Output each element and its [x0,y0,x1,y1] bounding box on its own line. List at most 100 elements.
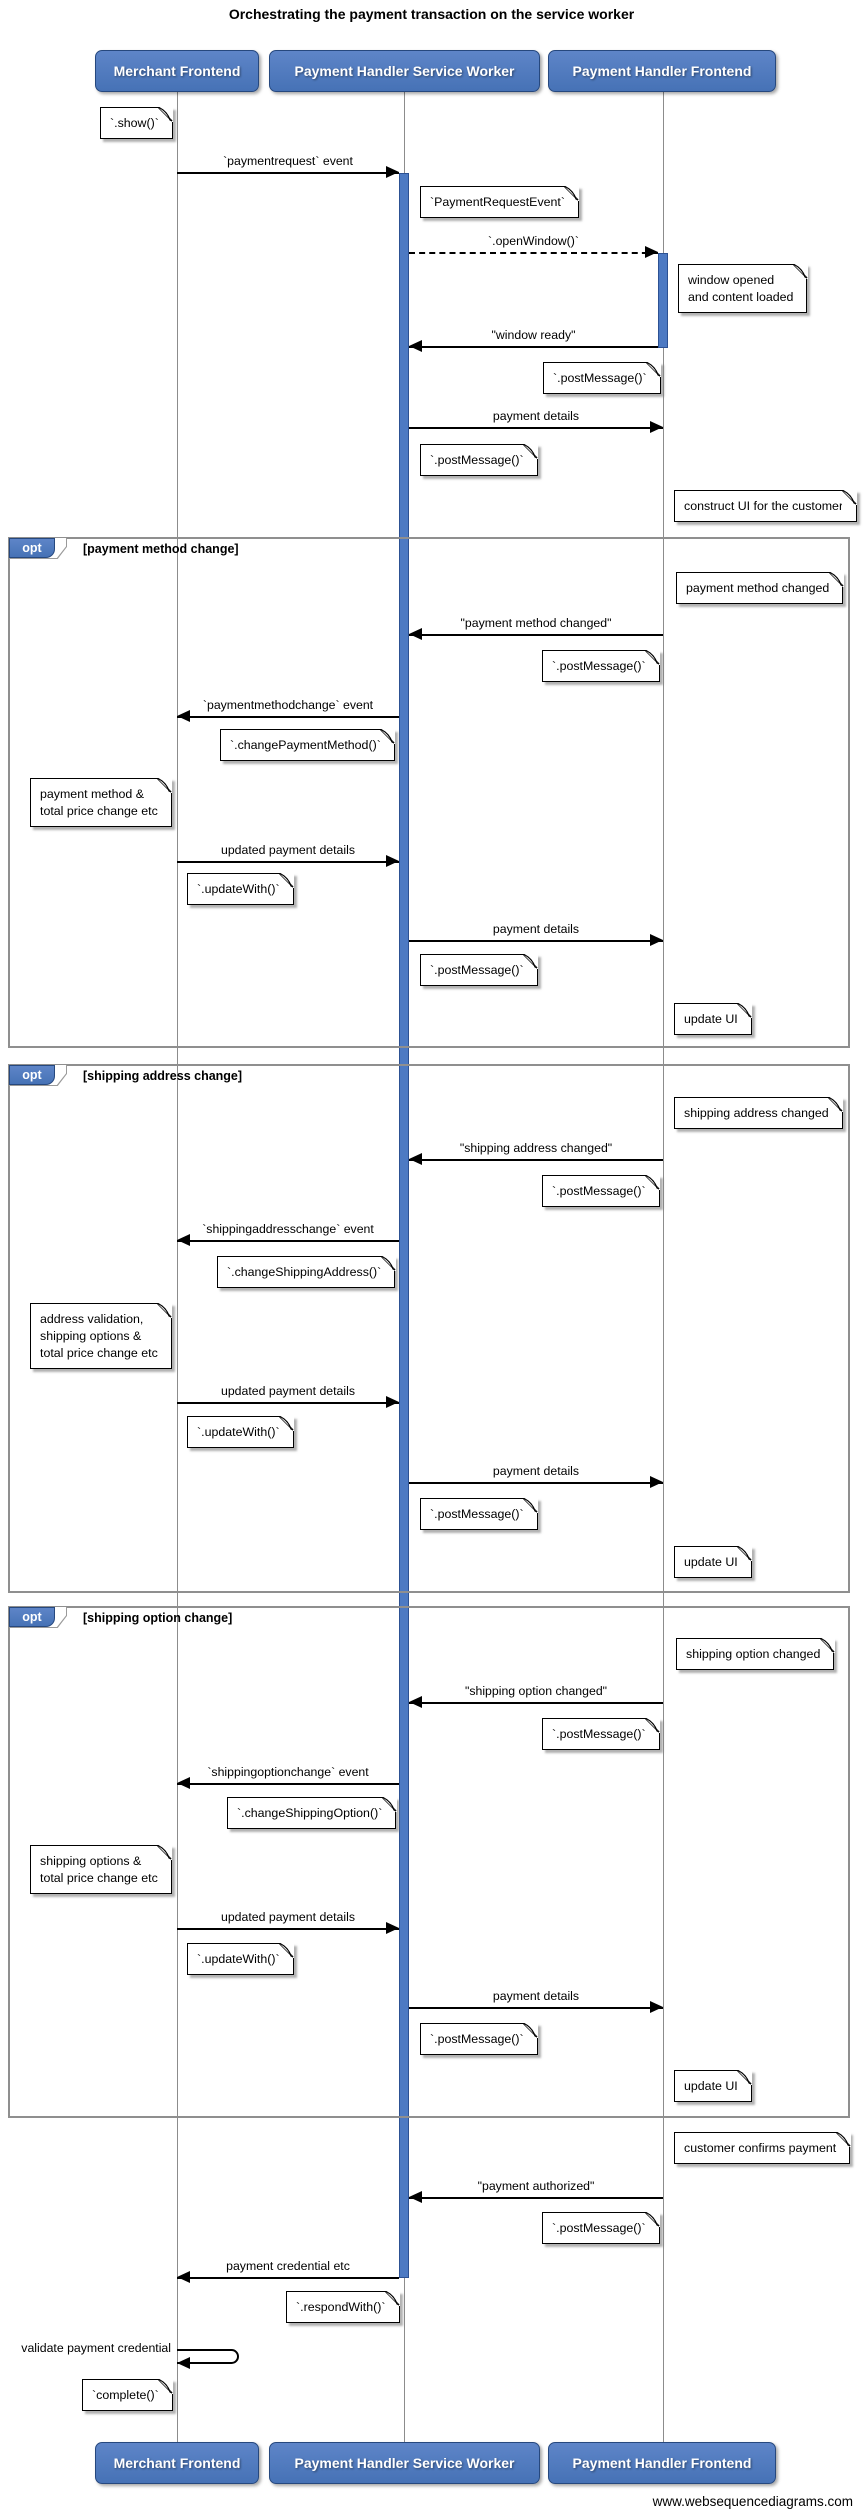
note-line: `.respondWith()` [296,2300,386,2314]
message-line [409,1482,663,1484]
note-line: total price change etc [40,804,158,818]
note-line: shipping options & [40,1329,142,1343]
note: shipping address changed [674,1096,844,1129]
message-line [177,716,399,718]
note-line: `.changePaymentMethod()` [230,738,381,752]
note-line: `.postMessage()` [552,659,646,673]
message-line [409,1702,663,1704]
folded-corner-icon [279,1415,295,1431]
folded-corner-icon [564,185,580,201]
activation-bar-payment-handler-frontend [658,253,668,348]
arrowhead-icon [645,246,658,258]
folded-corner-icon [279,1942,295,1958]
note-line: update UI [684,1555,738,1569]
note-line: shipping options & [40,1854,142,1868]
note-line: `.postMessage()` [430,2032,524,2046]
note: `.postMessage()` [542,1717,661,1750]
arrowhead-icon [386,1396,399,1408]
arrowhead-icon [177,2357,190,2369]
folded-corner-icon [645,649,661,665]
message-label: `shippingoptionchange` event [207,1765,369,1779]
lifeline-merchant-frontend [177,92,178,2442]
note-line: customer confirms payment [684,2141,837,2155]
fragment-operator-tab: opt [9,1065,55,1085]
note: address validation,shipping options &tot… [30,1302,173,1369]
folded-corner-icon [645,1717,661,1733]
message-line [409,346,658,348]
note: `.postMessage()` [542,1174,661,1207]
folded-corner-icon [157,1302,173,1318]
note-line: address validation, [40,1312,144,1326]
note: `.postMessage()` [420,443,539,476]
watermark-link[interactable]: www.websequencediagrams.com [652,2494,853,2509]
folded-corner-icon [158,106,174,122]
note-line: `.updateWith()` [197,1425,280,1439]
note: `.changePaymentMethod()` [220,728,396,761]
folded-corner-icon [737,1545,753,1561]
arrowhead-icon [386,166,399,178]
note: `.respondWith()` [286,2290,400,2323]
folded-corner-icon [384,2290,400,2306]
opt-fragment-1: opt[payment method change] [8,537,850,1048]
note: `.postMessage()` [420,2022,539,2055]
arrowhead-icon [177,1234,190,1246]
folded-corner-icon [523,953,539,969]
note-line: shipping option changed [686,1647,821,1661]
message-line [409,2197,663,2199]
fragment-guard: [shipping address change] [83,1069,243,1083]
message-label: payment details [492,1464,580,1478]
arrowhead-icon [409,2191,422,2203]
note: update UI [674,1002,753,1035]
folded-corner-icon [646,361,662,377]
note: `.postMessage()` [543,361,662,394]
note-line: `PaymentRequestEvent` [430,195,565,209]
diagram-title: Orchestrating the payment transaction on… [228,6,635,22]
message-label: "shipping address changed" [459,1141,613,1155]
folded-corner-icon [737,1002,753,1018]
folded-corner-icon [828,1096,844,1112]
opt-fragment-3: opt[shipping option change] [8,1606,850,2118]
arrowhead-icon [386,1922,399,1934]
note: `.postMessage()` [542,649,661,682]
note-line: `.postMessage()` [430,1507,524,1521]
folded-corner-icon [158,2378,174,2394]
folded-corner-icon [828,571,844,587]
message-label: payment details [492,1989,580,2003]
folded-corner-icon [842,489,858,505]
note-line: `.postMessage()` [553,371,647,385]
note-line: payment method & [40,787,145,801]
message-line [177,1928,399,1930]
fragment-guard: [shipping option change] [83,1611,233,1625]
arrowhead-icon [177,710,190,722]
arrowhead-icon [177,2271,190,2283]
note-line: payment method changed [686,581,830,595]
arrowhead-icon [650,421,663,433]
note-line: update UI [684,2079,738,2093]
note: payment method & total price change etc [30,777,173,827]
message-line [409,427,663,429]
arrowhead-icon [409,340,422,352]
fragment-guard: [payment method change] [83,542,239,556]
note-line: `.updateWith()` [197,1952,280,1966]
message-label: "shipping option changed" [464,1684,608,1698]
note: update UI [674,1545,753,1578]
note: customer confirms payment [674,2131,851,2164]
note: `.changeShippingOption()` [227,1796,397,1829]
activation-bar-payment-handler-service-worker [399,173,409,2278]
message-label: payment details [492,409,580,423]
message-label: payment credential etc [226,2259,350,2273]
message-line [177,2277,399,2279]
note: construct UI for the customer [674,489,858,522]
note: `.postMessage()` [420,953,539,986]
arrowhead-icon [409,628,422,640]
folded-corner-icon [835,2131,851,2147]
note-line: total price change etc [40,1871,158,1885]
lifeline-payment-handler-frontend [663,92,664,2442]
message-label: `paymentrequest` event [223,154,353,168]
message-line [177,1783,399,1785]
folded-corner-icon [792,263,808,279]
message-line [177,172,399,174]
arrowhead-icon [409,1696,422,1708]
